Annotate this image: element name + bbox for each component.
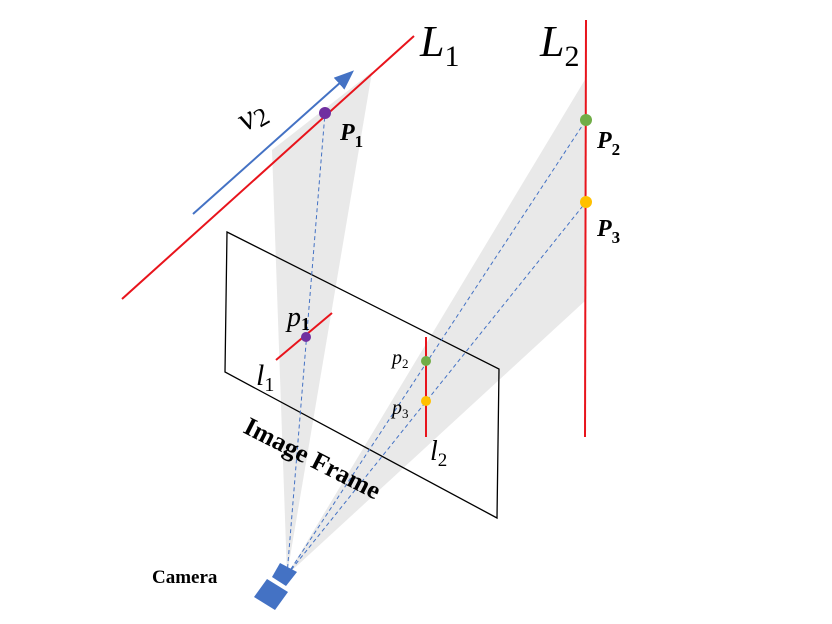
ray-P1 — [286, 112, 326, 576]
label-l1: l1 — [256, 359, 274, 396]
line-L1 — [121, 35, 415, 300]
label-l2: l2 — [430, 436, 447, 471]
label-P2: P2 — [596, 128, 620, 159]
label-L2: L2 — [539, 17, 579, 73]
direction-arrow-v2 — [192, 70, 354, 215]
label-P1: P1 — [339, 120, 363, 151]
ray-P3 — [286, 201, 587, 576]
label-v2: v2 — [231, 93, 275, 141]
label-P3: P3 — [596, 216, 620, 247]
line-L2 — [584, 19, 587, 438]
label-camera: Camera — [152, 567, 218, 588]
point-p2 — [421, 356, 431, 366]
label-p1: p1 — [285, 302, 310, 334]
point-P1 — [319, 107, 331, 119]
point-p1 — [301, 332, 311, 342]
cone-L2 — [287, 78, 586, 575]
label-L1: L1 — [419, 17, 459, 73]
camera-icon — [254, 563, 297, 610]
point-p3 — [421, 396, 431, 406]
label-p2: p2 — [390, 347, 409, 371]
label-p3: p3 — [390, 397, 409, 421]
point-P2 — [580, 114, 592, 126]
point-P3 — [580, 196, 592, 208]
image-frame — [224, 230, 500, 520]
